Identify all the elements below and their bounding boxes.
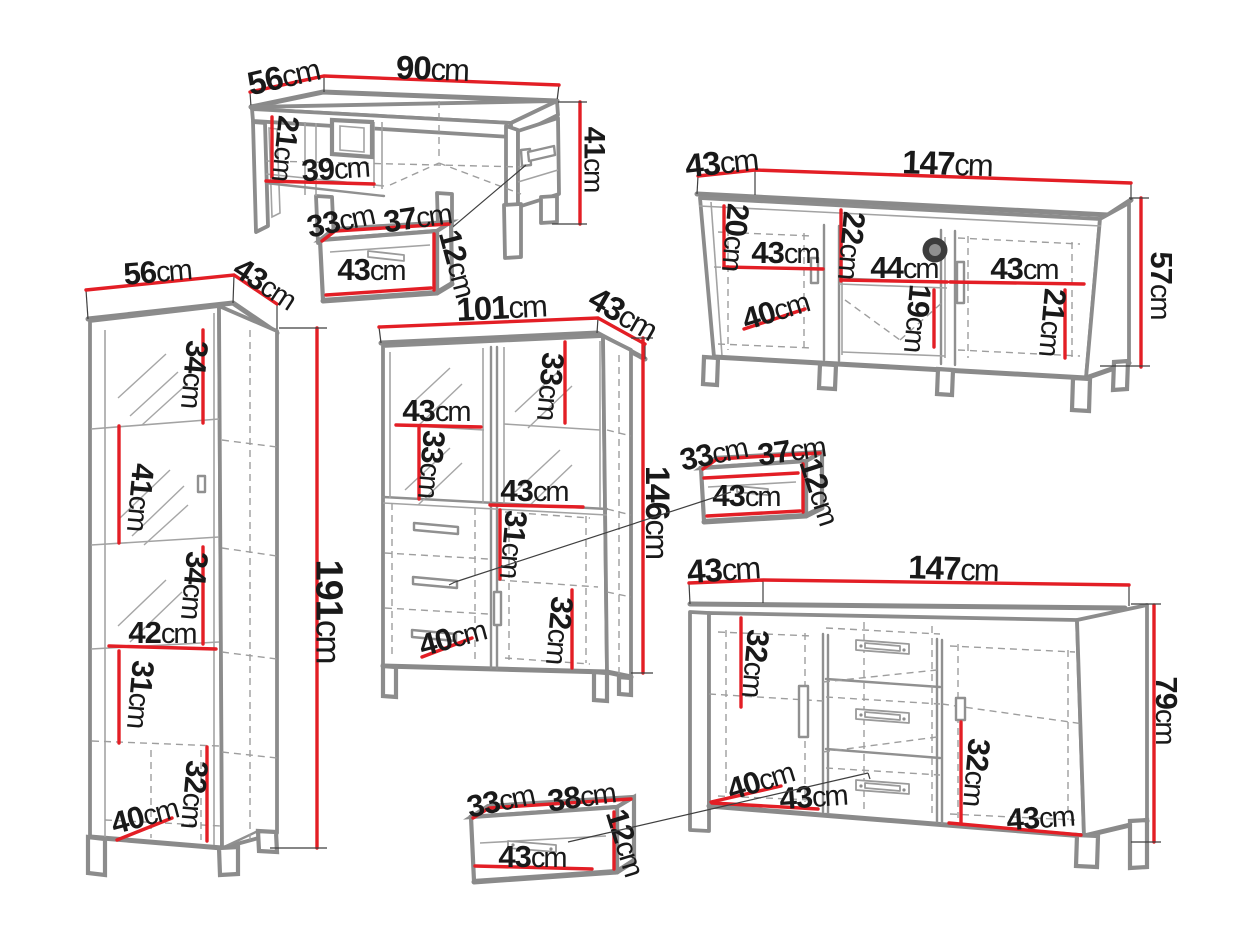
svg-text:43cm: 43cm <box>402 393 470 428</box>
svg-text:22cm: 22cm <box>831 210 872 281</box>
svg-text:43cm: 43cm <box>1005 798 1075 838</box>
svg-text:31cm: 31cm <box>493 509 534 580</box>
svg-text:38cm: 38cm <box>545 774 617 818</box>
svg-text:147cm: 147cm <box>908 548 999 588</box>
svg-text:20cm: 20cm <box>715 202 756 273</box>
svg-text:147cm: 147cm <box>902 143 993 183</box>
svg-text:146cm: 146cm <box>638 466 676 559</box>
svg-text:43cm: 43cm <box>686 548 761 590</box>
svg-text:39cm: 39cm <box>300 149 370 189</box>
svg-text:43cm: 43cm <box>712 478 780 513</box>
svg-text:40cm: 40cm <box>415 612 490 663</box>
svg-text:44cm: 44cm <box>870 250 938 285</box>
svg-text:43cm: 43cm <box>990 251 1058 286</box>
svg-text:37cm: 37cm <box>755 428 827 472</box>
svg-text:43cm: 43cm <box>751 235 819 270</box>
svg-text:41cm: 41cm <box>577 127 610 192</box>
svg-text:41cm: 41cm <box>120 462 161 533</box>
svg-text:191cm: 191cm <box>308 559 350 662</box>
svg-text:43cm: 43cm <box>337 252 405 287</box>
svg-text:56cm: 56cm <box>122 251 193 292</box>
svg-text:79cm: 79cm <box>1149 676 1184 744</box>
svg-text:32cm: 32cm <box>174 759 215 830</box>
svg-text:57cm: 57cm <box>1144 251 1179 319</box>
svg-text:33cm: 33cm <box>677 429 751 477</box>
svg-text:37cm: 37cm <box>381 195 453 239</box>
svg-text:21cm: 21cm <box>265 114 305 182</box>
svg-text:42cm: 42cm <box>128 615 196 650</box>
svg-text:43cm: 43cm <box>683 140 759 184</box>
svg-text:101cm: 101cm <box>455 286 546 328</box>
svg-text:33cm: 33cm <box>304 196 378 244</box>
svg-text:43cm: 43cm <box>778 777 848 817</box>
svg-text:90cm: 90cm <box>395 48 468 87</box>
svg-text:43cm: 43cm <box>498 839 566 874</box>
svg-text:33cm: 33cm <box>464 776 538 824</box>
svg-text:34cm: 34cm <box>174 550 215 621</box>
svg-text:34cm: 34cm <box>174 339 215 410</box>
svg-text:31cm: 31cm <box>120 659 161 730</box>
svg-text:33cm: 33cm <box>530 351 571 422</box>
svg-text:43cm: 43cm <box>500 473 568 508</box>
svg-text:32cm: 32cm <box>539 595 580 666</box>
svg-text:32cm: 32cm <box>735 628 776 699</box>
svg-text:33cm: 33cm <box>411 429 452 500</box>
svg-text:56cm: 56cm <box>244 50 323 102</box>
svg-text:32cm: 32cm <box>956 737 997 808</box>
svg-text:21cm: 21cm <box>1032 287 1073 358</box>
svg-text:19cm: 19cm <box>897 283 938 354</box>
